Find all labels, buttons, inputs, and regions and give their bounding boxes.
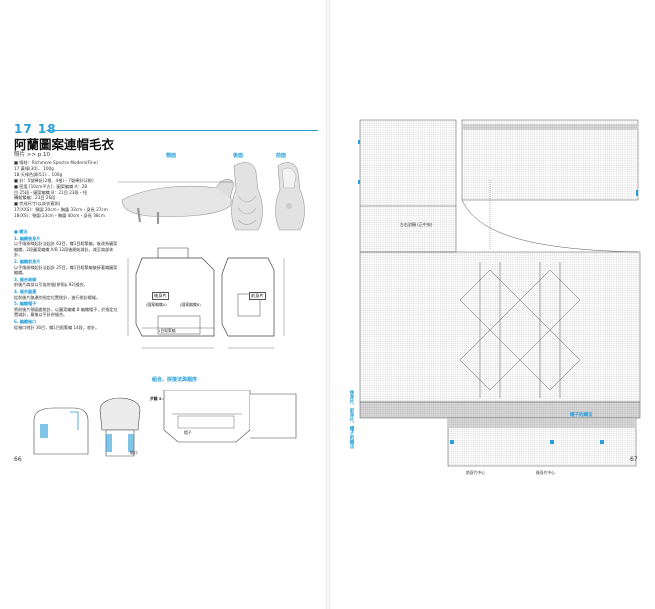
- center-label: 左右對稱 (正中央): [400, 222, 433, 227]
- materials-block: ■ 線材：Richmore Spectre Modern(Fine) 17 黃綠…: [14, 160, 122, 219]
- materials-line: 目 25段・圖案編織 B：21目 23段・扭: [14, 189, 88, 195]
- materials-line: ■ 密度 [10cm平方]：圖案編織 A：28: [14, 183, 87, 189]
- pattern-a-label: (圖案編織A): [146, 302, 167, 307]
- materials-line: 17 黃綠(30)… 100g: [14, 165, 54, 171]
- step-heading: 6. 編織袖口: [14, 318, 37, 324]
- materials-line: ■ 線材：Richmore Spectre Modern(Fine): [14, 160, 98, 165]
- photo-reference: 照片 >> p.10: [14, 152, 50, 158]
- assembly-heading: 組合、拼接法與順序: [152, 377, 198, 383]
- left-page: 17 18 阿蘭圖案連帽毛衣 照片 >> p.10 ■ 線材：Richmore …: [0, 0, 326, 609]
- rib-label: 1目鬆緊編: [158, 328, 176, 333]
- step-heading: 1. 編織後身片: [14, 235, 41, 241]
- step-text: 從前後片脇邊的指定位置挑針，進行挑針綴縫。: [14, 294, 100, 300]
- hood-label: 帽子: [184, 430, 192, 435]
- garment-illustrations: [118, 162, 305, 231]
- materials-line: ■ 完成尺寸(以成衣實測): [14, 201, 61, 207]
- schematic-diagram: [127, 247, 285, 349]
- front-view-label: 前面: [276, 153, 287, 159]
- back-center-label: 後身片中心: [536, 470, 555, 475]
- pattern-b-label: (圖案編織B): [180, 302, 201, 307]
- materials-line: 轉鬆緊編：23目 26段: [14, 195, 56, 201]
- title-rule: [46, 130, 318, 131]
- page-gutter: [326, 0, 330, 609]
- materials-line: 18(XS)：頸圍 23cm・胸圍 40cm・身長 38cm: [14, 213, 105, 219]
- materials-line: 17(XXS)：頸圍 20cm・胸圍 33cm・身長 27cm: [14, 207, 108, 213]
- assembly-diagrams: [33, 390, 297, 457]
- sleeve-label: 袖口: [130, 450, 138, 455]
- step-heading: 2. 編織前身片: [14, 258, 41, 264]
- step-text: 前後片肩部以引拔併縫(參照p.92)縫合。: [14, 282, 88, 288]
- steps-5-6-label: 步驟 5.～6.: [150, 396, 171, 401]
- step-text: 以手指掛線起針法起針 63目，織1目鬆緊編，後改為圖案編織，2段圖案編織 A/B…: [14, 241, 118, 258]
- back-body-label: 後身片: [152, 292, 169, 300]
- step-text: 將前後片頸圍處挑針，以圖案編織 B 編織帽子，於指定位置減針，最後以平針併縫合。: [14, 306, 118, 318]
- front-center-label: 前身片中心: [466, 470, 485, 475]
- steps-heading: ■ 織法: [14, 229, 28, 234]
- steps-block: ■ 織法 1. 編織後身片 以手指掛線起針法起針 63目，織1目鬆緊編，後改為圖…: [14, 228, 118, 330]
- step-text: 以手指掛線起針法起針 25目，織1目鬆緊編後接著織圖案編織。: [14, 264, 118, 276]
- right-page: 左右對稱 (正中央) 後身片、前身片、帽子的織法 帽子的織法 前身片中心 後身片…: [330, 0, 655, 609]
- front-body-label: 前身片: [249, 292, 266, 300]
- materials-line: 18 天綠色調(51)… 100g: [14, 171, 63, 177]
- right-page-number: 67: [630, 456, 638, 463]
- side-view-label: 側面: [166, 153, 177, 159]
- pattern-numbers: 17 18: [14, 122, 57, 136]
- back-view-label: 後面: [233, 153, 244, 159]
- page-title: 阿蘭圖案連帽毛衣: [14, 137, 115, 152]
- knitting-chart: [358, 119, 641, 467]
- vertical-section-label: 後身片、前身片、帽子的織法: [349, 390, 354, 449]
- step-heading: 5. 編織帽子: [14, 301, 37, 307]
- step-heading: 3. 縫合肩線: [14, 276, 37, 282]
- legend-title: 帽子的織法: [570, 413, 593, 418]
- step-text: 從袖口挑針 36目，織1目鬆緊編 14段，收針。: [14, 324, 100, 330]
- step-heading: 4. 縫合脇邊: [14, 288, 37, 294]
- materials-line: ■ 針：5號棒針(2根、4根)・7號棒針(2根): [14, 177, 94, 183]
- left-page-number: 66: [14, 456, 22, 463]
